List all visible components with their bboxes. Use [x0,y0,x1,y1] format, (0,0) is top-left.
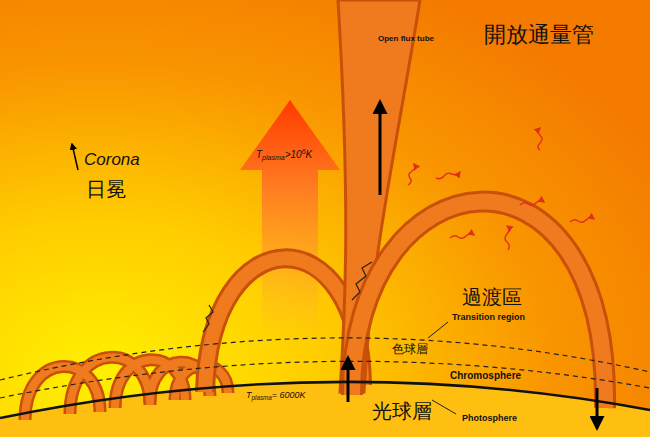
region-label: 過渡區 [462,285,522,309]
region-label: 色球層 [392,342,428,356]
temperature-label: >10 [285,149,302,160]
tube-label: 開放通量管 [484,22,594,47]
medium-loop [203,258,362,392]
region-label: 光球層 [372,399,432,423]
label-group: 開放通量管 [484,20,594,50]
temperature-label: 6 [302,148,306,155]
photosphere-surface [0,382,650,418]
region-label: Photosphere [462,413,517,423]
temperature-label: K [306,149,313,160]
large-loop [352,202,605,408]
radiation-waves [408,128,594,250]
transition-boundary [0,338,650,380]
region-label: Chromosphere [450,370,521,381]
tube-label: Open flux tube [378,34,434,43]
label-group: 光球層 [372,398,432,425]
label-group: Open flux tube [378,34,434,43]
region-label: Corona [84,150,140,169]
leader-line [432,400,456,414]
corona-arrow [72,144,78,170]
label-group: Tplasma= 6000K [246,390,306,401]
label-group: Corona [84,150,140,170]
label-group: 過渡區 [462,284,522,311]
heating-arrow [240,100,340,340]
label-group: Tplasma>106K [256,148,312,161]
label-group: 日冕 [86,176,126,203]
label-group: Chromosphere [450,370,521,381]
label-group: 色球層 [392,341,428,358]
flow-arrows [348,102,597,428]
leader-line [428,322,448,338]
temperature-label: T [246,390,252,400]
region-label: 日冕 [86,177,126,201]
label-group: Photosphere [462,413,517,423]
label-group: Transition region [452,312,525,322]
temperature-label: plasma [262,154,285,161]
region-label: Transition region [452,312,525,322]
temperature-label: plasma [252,394,272,401]
temperature-label: T [256,149,262,160]
chromosphere-boundary [0,361,650,398]
temperature-label: = 6000K [272,390,306,400]
